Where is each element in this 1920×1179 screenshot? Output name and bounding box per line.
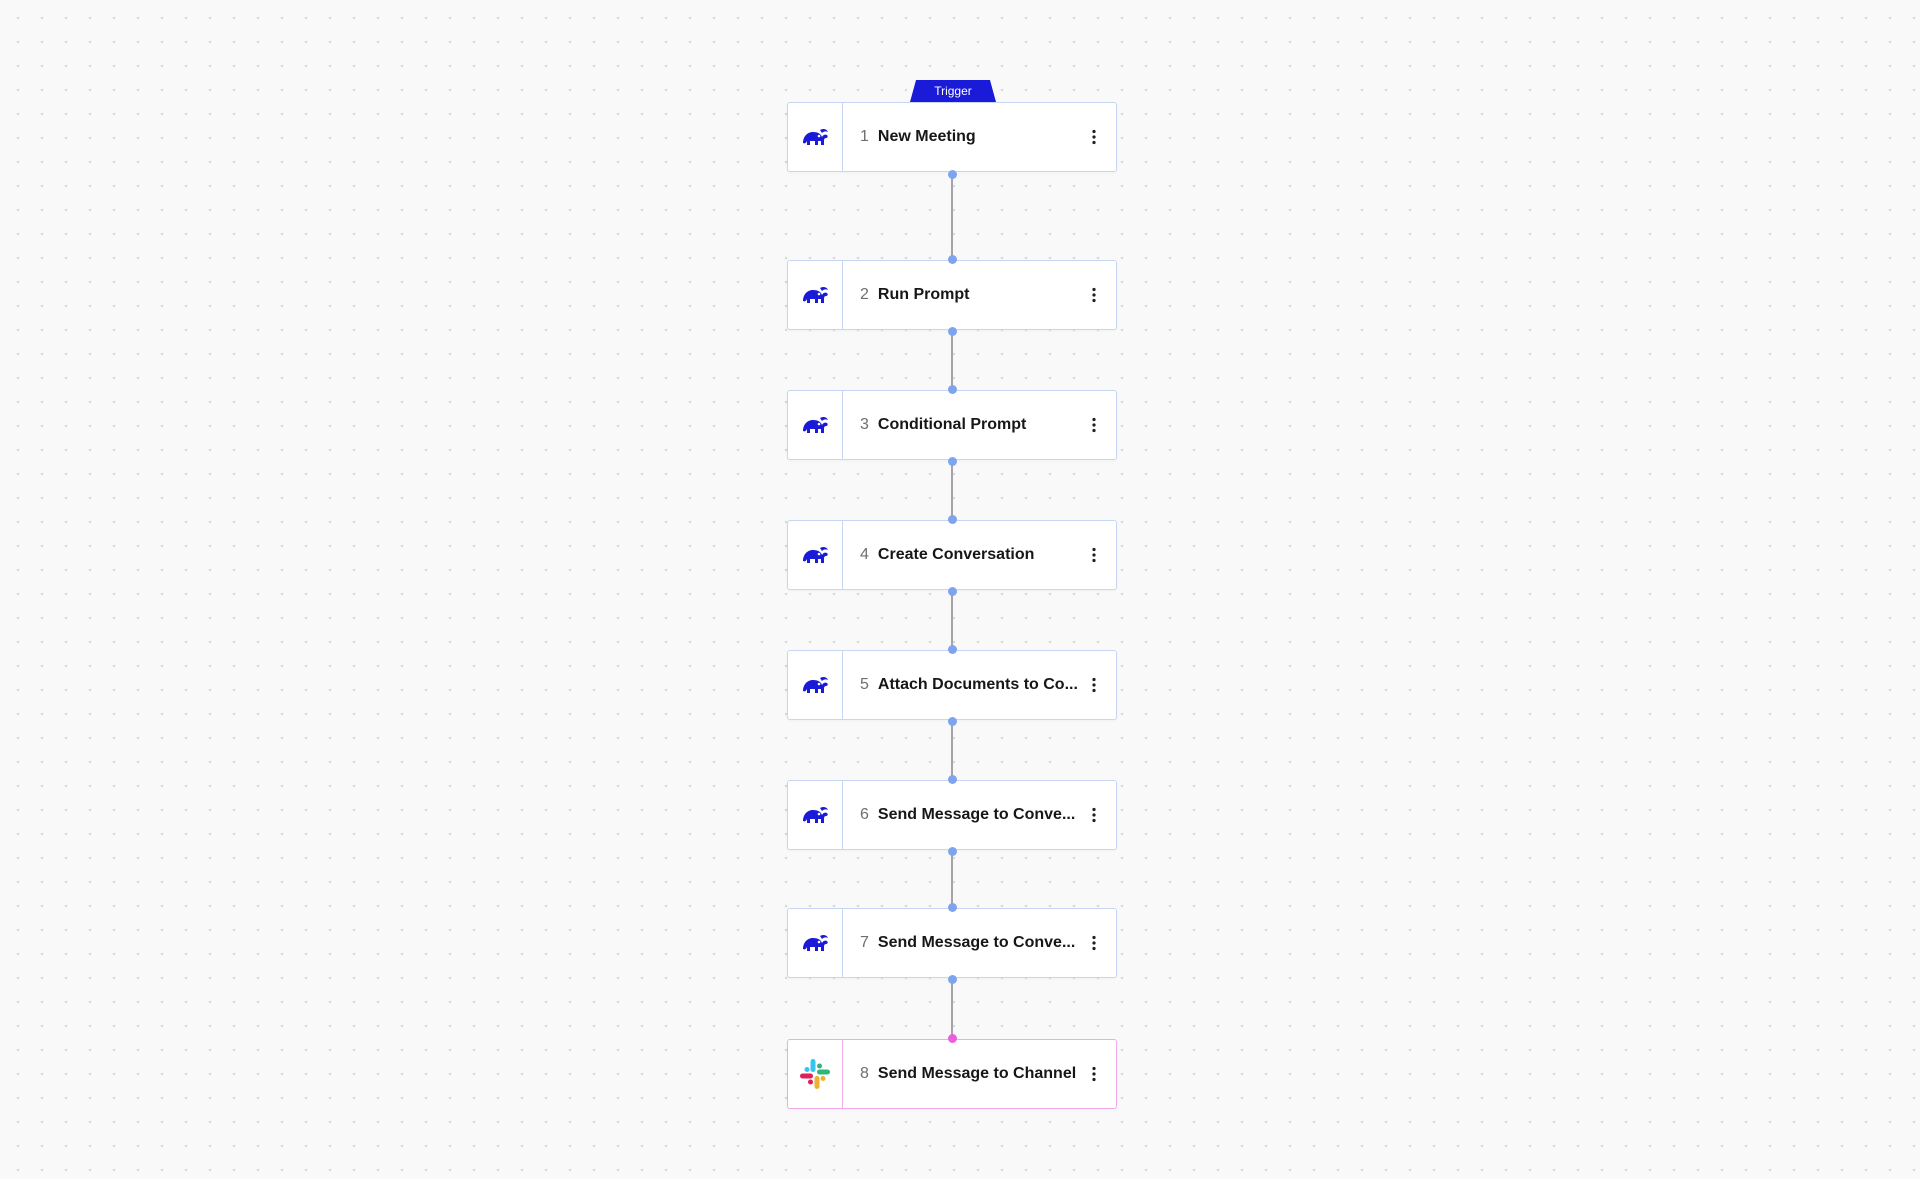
step-menu-button[interactable]	[1082, 926, 1106, 960]
step-body: 3 Conditional Prompt	[843, 391, 1116, 459]
step-menu-button[interactable]	[1082, 538, 1106, 572]
step-title: Send Message to Conve...	[877, 806, 1076, 823]
elephant-icon	[803, 806, 828, 823]
step-icon-cell	[788, 909, 843, 977]
connector-handle[interactable]	[948, 975, 957, 984]
connector-handle[interactable]	[948, 515, 957, 524]
step-body: 5 Attach Documents to Co...	[843, 651, 1116, 719]
step-icon-cell	[788, 781, 843, 849]
connector-handle[interactable]	[948, 170, 957, 179]
connector-line	[951, 332, 953, 390]
connector-line	[951, 852, 953, 908]
more-vertical-icon	[1092, 417, 1096, 433]
step-title: Conditional Prompt	[877, 416, 1027, 433]
step-icon-cell	[788, 103, 843, 171]
trigger-label: Trigger	[934, 84, 972, 98]
step-icon-cell	[788, 521, 843, 589]
step-number: 8	[860, 1065, 869, 1082]
step-icon-cell	[788, 1040, 843, 1108]
elephant-icon	[803, 416, 828, 433]
step-title: Run Prompt	[877, 286, 970, 303]
more-vertical-icon	[1092, 547, 1096, 563]
step-menu-button[interactable]	[1082, 798, 1106, 832]
step-title: Send Message to Conve...	[877, 934, 1076, 951]
workflow-step-2[interactable]: 2 Run Prompt	[787, 260, 1117, 330]
connector-handle[interactable]	[948, 847, 957, 856]
step-number: 5	[860, 676, 869, 693]
workflow-step-4[interactable]: 4 Create Conversation	[787, 520, 1117, 590]
step-number: 3	[860, 416, 869, 433]
connector-handle[interactable]	[948, 717, 957, 726]
step-menu-button[interactable]	[1082, 408, 1106, 442]
step-title: Send Message to Channel	[877, 1065, 1077, 1082]
step-body: 7 Send Message to Conve...	[843, 909, 1116, 977]
more-vertical-icon	[1092, 935, 1096, 951]
workflow-step-7[interactable]: 7 Send Message to Conve...	[787, 908, 1117, 978]
connector-handle[interactable]	[948, 903, 957, 912]
more-vertical-icon	[1092, 677, 1096, 693]
workflow-step-5[interactable]: 5 Attach Documents to Co...	[787, 650, 1117, 720]
connector-handle[interactable]	[948, 457, 957, 466]
step-body: 1 New Meeting	[843, 103, 1116, 171]
elephant-icon	[803, 546, 828, 563]
step-menu-button[interactable]	[1082, 1057, 1106, 1091]
more-vertical-icon	[1092, 1066, 1096, 1082]
more-vertical-icon	[1092, 807, 1096, 823]
connector-handle[interactable]	[948, 587, 957, 596]
connector-handle[interactable]	[948, 1034, 957, 1043]
step-icon-cell	[788, 261, 843, 329]
step-title: Attach Documents to Co...	[877, 676, 1078, 693]
step-number: 4	[860, 546, 869, 563]
step-icon-cell	[788, 651, 843, 719]
step-menu-button[interactable]	[1082, 668, 1106, 702]
step-number: 1	[860, 128, 869, 145]
step-title: Create Conversation	[877, 546, 1035, 563]
connector-line	[951, 592, 953, 650]
elephant-icon	[803, 286, 828, 303]
workflow-step-3[interactable]: 3 Conditional Prompt	[787, 390, 1117, 460]
connector-line	[951, 462, 953, 520]
step-title: New Meeting	[877, 128, 976, 145]
connector-line	[951, 980, 953, 1039]
connector-handle[interactable]	[948, 645, 957, 654]
step-menu-button[interactable]	[1082, 120, 1106, 154]
trigger-badge: Trigger	[910, 80, 996, 102]
step-body: 2 Run Prompt	[843, 261, 1116, 329]
workflow-step-1[interactable]: 1 New Meeting	[787, 102, 1117, 172]
step-icon-cell	[788, 391, 843, 459]
workflow-step-6[interactable]: 6 Send Message to Conve...	[787, 780, 1117, 850]
connector-line	[951, 722, 953, 780]
connector-handle[interactable]	[948, 255, 957, 264]
workflow-step-8[interactable]: 8 Send Message to Channel	[787, 1039, 1117, 1109]
step-body: 8 Send Message to Channel	[843, 1040, 1116, 1108]
step-number: 7	[860, 934, 869, 951]
step-number: 2	[860, 286, 869, 303]
connector-handle[interactable]	[948, 775, 957, 784]
connector-handle[interactable]	[948, 327, 957, 336]
step-menu-button[interactable]	[1082, 278, 1106, 312]
more-vertical-icon	[1092, 129, 1096, 145]
step-body: 6 Send Message to Conve...	[843, 781, 1116, 849]
step-number: 6	[860, 806, 869, 823]
slack-icon	[800, 1059, 830, 1089]
more-vertical-icon	[1092, 287, 1096, 303]
connector-line	[951, 175, 953, 260]
connector-handle[interactable]	[948, 385, 957, 394]
step-body: 4 Create Conversation	[843, 521, 1116, 589]
elephant-icon	[803, 128, 828, 145]
elephant-icon	[803, 676, 828, 693]
elephant-icon	[803, 934, 828, 951]
